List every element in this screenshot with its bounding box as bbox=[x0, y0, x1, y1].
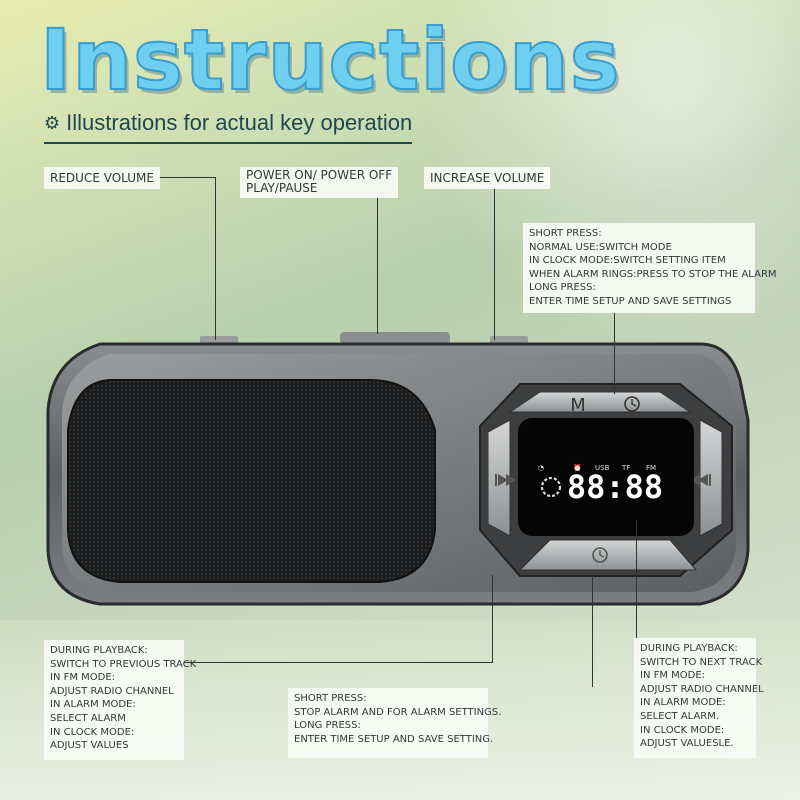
svg-text:⏰: ⏰ bbox=[573, 463, 582, 472]
leader-line bbox=[377, 196, 378, 334]
leader-line bbox=[492, 575, 493, 663]
leader-line bbox=[494, 186, 495, 340]
leader-line bbox=[614, 312, 615, 394]
gear-icon: ⚙ bbox=[44, 112, 61, 133]
mode-clock-key[interactable] bbox=[508, 391, 692, 413]
background-glow bbox=[380, 0, 800, 400]
radio-speaker-device: M ◔ ⏰ USB TF FM 88:88 bbox=[46, 332, 750, 606]
speaker-grill bbox=[67, 379, 436, 583]
clock-icon bbox=[592, 547, 608, 563]
leader-line bbox=[158, 177, 216, 178]
label-alarm-button: SHORT PRESS: STOP ALARM AND FOR ALARM SE… bbox=[288, 688, 501, 758]
skip-next-icon bbox=[690, 474, 711, 486]
indicator-tf: TF bbox=[621, 464, 630, 472]
alarm-key[interactable] bbox=[518, 539, 698, 571]
label-reduce-volume: REDUCE VOLUME bbox=[44, 167, 160, 189]
label-mode-button: SHORT PRESS: NORMAL USE:SWITCH MODE IN C… bbox=[523, 223, 777, 313]
leader-line bbox=[215, 177, 216, 340]
power-play-key[interactable] bbox=[340, 332, 450, 344]
subtitle-row: ⚙ Illustrations for actual key operation bbox=[44, 110, 413, 144]
leader-line bbox=[636, 520, 637, 638]
indicator-usb: USB bbox=[595, 464, 610, 472]
clock-icon bbox=[624, 396, 640, 412]
volume-up-key[interactable] bbox=[490, 336, 528, 344]
indicator-fm: FM bbox=[646, 464, 656, 472]
leader-line bbox=[184, 662, 493, 663]
display-digits: 88:88 bbox=[567, 468, 663, 506]
label-power: POWER ON/ POWER OFF PLAY/PAUSE bbox=[240, 167, 399, 198]
mode-key-label: M bbox=[570, 395, 586, 416]
page-title: Instructions bbox=[39, 11, 621, 109]
subtitle-text: Illustrations for actual key operation bbox=[66, 110, 413, 135]
label-increase-volume: INCREASE VOLUME bbox=[424, 167, 551, 189]
loading-ring-icon bbox=[540, 476, 562, 498]
leader-line bbox=[592, 575, 593, 687]
lcd-display bbox=[518, 418, 694, 536]
label-previous-button: DURING PLAYBACK: SWITCH TO PREVIOUS TRAC… bbox=[44, 640, 196, 760]
label-next-button: DURING PLAYBACK: SWITCH TO NEXT TRACK IN… bbox=[634, 638, 764, 758]
volume-down-key[interactable] bbox=[200, 336, 238, 344]
svg-text:◔: ◔ bbox=[538, 464, 544, 472]
skip-previous-icon bbox=[495, 474, 516, 486]
